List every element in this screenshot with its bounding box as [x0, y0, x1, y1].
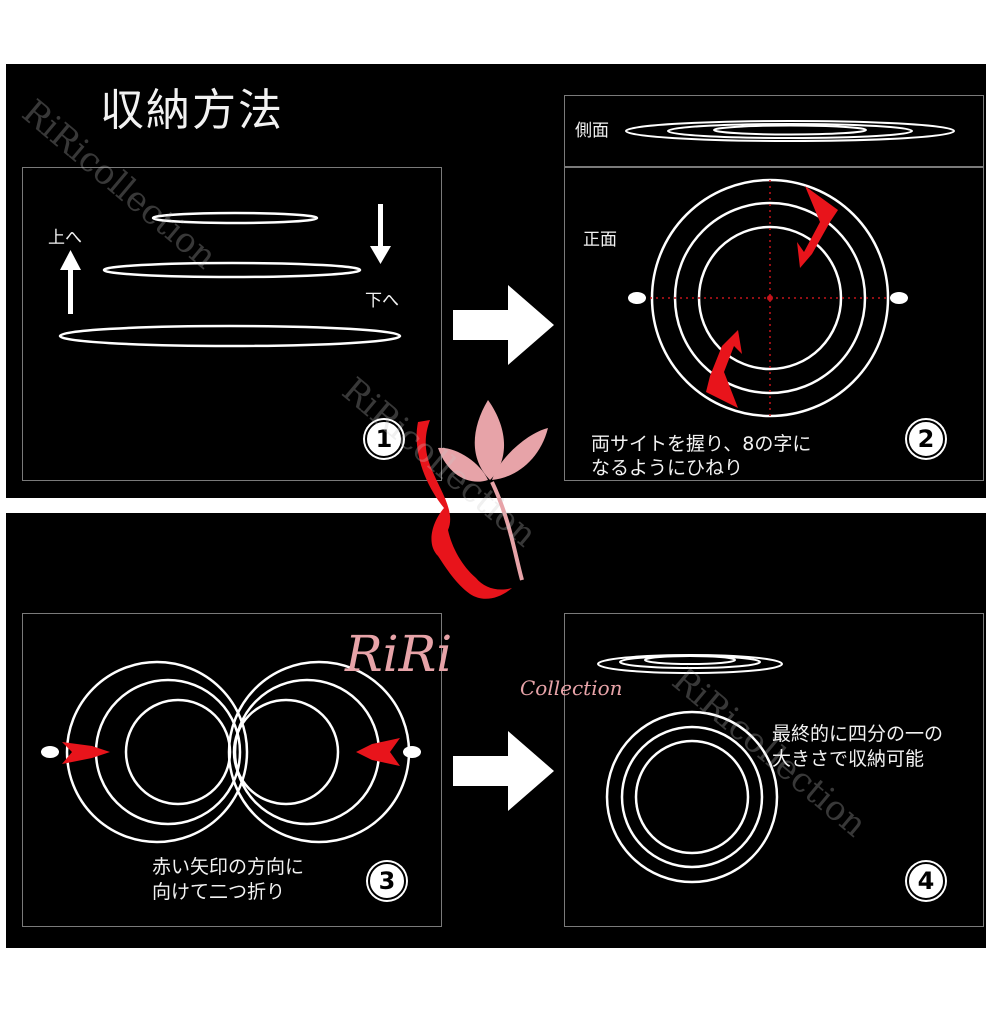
panel-3-caption-line-1: 赤い矢印の方向に [152, 856, 305, 878]
twist-arrow-top-icon [797, 186, 838, 268]
folded-front-rings [605, 710, 779, 884]
lily-logo-icon [438, 400, 548, 581]
step-badge-2: 2 [907, 420, 945, 458]
folded-side-rings [597, 654, 783, 674]
ring-top [151, 211, 319, 225]
left-hand-icon-2 [41, 746, 59, 758]
left-hand-icon [628, 292, 646, 304]
center-dot [767, 295, 773, 301]
fold-arrow-left-icon [62, 742, 110, 764]
ring-bottom [58, 324, 402, 348]
step-badge-3: 3 [368, 862, 406, 900]
panel-4-caption-line-1: 最終的に四分の一の [772, 723, 944, 745]
down-label: 下へ [365, 291, 399, 311]
panel-2-caption-line-2: なるようにひねり [591, 457, 744, 479]
panel-2-caption-line-1: 両サイトを握り、8の字に [591, 433, 812, 455]
ring-middle [102, 261, 362, 279]
logo-subtext: Collection [520, 676, 623, 700]
down-arrow-icon [370, 204, 391, 264]
panel-1-frame [22, 167, 442, 481]
twist-arrow-bottom-icon [706, 330, 742, 408]
step-badge-1: 1 [365, 420, 403, 458]
up-label: 上へ [48, 228, 82, 248]
side-view-label: 側面 [575, 121, 609, 141]
right-arrow-icon-2 [453, 731, 554, 811]
right-hand-icon-2 [403, 746, 421, 758]
side-view-rings [625, 120, 955, 142]
panel-2-front-frame [564, 167, 984, 481]
right-hand-icon [890, 292, 908, 304]
step-badge-4: 4 [907, 862, 945, 900]
fold-arrow-right-icon [356, 738, 400, 766]
panel-4-caption-line-2: 大きさで収納可能 [772, 748, 925, 770]
panel-2-side-frame [564, 95, 984, 167]
panel-4-frame [564, 613, 984, 927]
panel-3-frame [22, 613, 442, 927]
panel-1-rings [58, 211, 402, 348]
page-title: 収納方法 [100, 85, 284, 136]
up-arrow-icon [60, 250, 81, 314]
front-view-label: 正面 [583, 230, 617, 250]
panel-3-caption-line-2: 向けて二つ折り [152, 881, 286, 903]
face-silhouette-icon [416, 420, 512, 599]
bottom-panel-band [6, 513, 986, 948]
right-arrow-icon [453, 285, 554, 365]
logo-text: RiRi [345, 625, 453, 683]
